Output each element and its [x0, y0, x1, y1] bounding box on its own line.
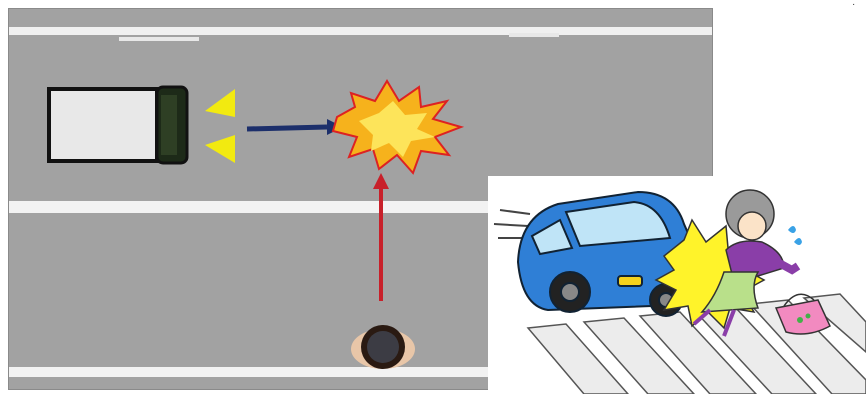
corner-mark: · [852, 0, 862, 10]
accident-illustration-svg [488, 176, 866, 394]
top-edge-line [9, 27, 713, 35]
top-dash-2 [509, 33, 559, 37]
accident-illustration [488, 176, 866, 394]
sweat-drops-icon [788, 226, 802, 245]
truck-icon [49, 87, 187, 163]
top-dash-1 [119, 37, 199, 41]
